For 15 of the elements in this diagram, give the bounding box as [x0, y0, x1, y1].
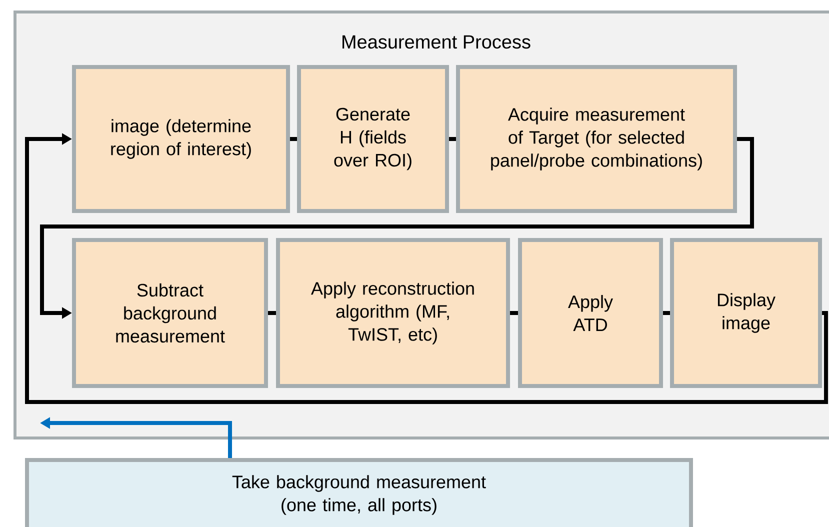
- process-box: Display image: [670, 238, 822, 388]
- connector: [663, 311, 670, 315]
- connector: [290, 137, 297, 141]
- process-box: Apply reconstruction algorithm (MF, TwIST, etc): [276, 238, 510, 388]
- arrow: [25, 133, 828, 404]
- panel-title: Measurement Process: [342, 35, 530, 49]
- process-box: Acquire measurement of Target (for selected panel/probe combinations): [456, 65, 737, 213]
- process-box: Apply ATD: [518, 238, 663, 388]
- process-box: Generate H (fields over ROI): [297, 65, 449, 213]
- process-box: Subtract background measurement: [72, 238, 268, 388]
- process-box: image (determine region of interest): [72, 65, 290, 213]
- connector: [510, 311, 518, 315]
- input-box: Take background measurement (one time, all ports): [25, 458, 693, 527]
- connector: [449, 137, 456, 141]
- connector: [268, 311, 276, 315]
